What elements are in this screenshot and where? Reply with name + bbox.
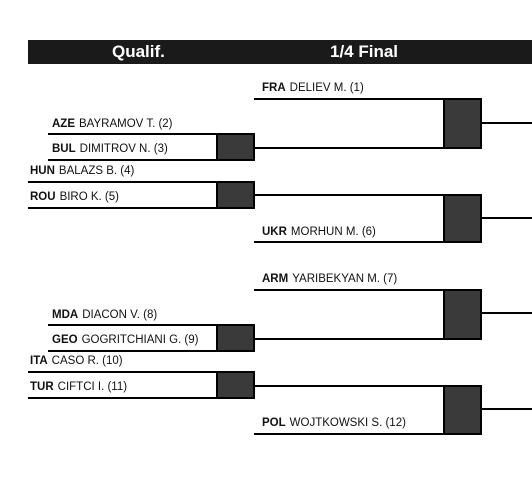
country-code: TUR — [30, 381, 54, 393]
bracket-line — [254, 241, 482, 243]
competitor-name: CIFTCI I. (11) — [57, 381, 128, 393]
quarter-final-header: 1/4 Final — [330, 42, 399, 61]
country-code: ARM — [262, 273, 289, 285]
competitor-name: DIMITROV N. (3) — [79, 143, 168, 155]
competitor-name: GOGRITCHIANI G. (9) — [81, 334, 199, 346]
country-code: FRA — [262, 82, 286, 94]
competitor-name: WOJTKOWSKI S. (12) — [289, 417, 406, 429]
bracket-line — [254, 338, 482, 340]
competitor-name: MORHUN M. (6) — [290, 226, 376, 238]
score-box — [216, 133, 255, 161]
country-code: AZE — [52, 118, 75, 130]
bracket-line — [28, 181, 254, 183]
entry-2: AZE BAYRAMOV T. (2) — [52, 117, 173, 131]
country-code: UKR — [262, 226, 287, 238]
bracket-line — [254, 289, 482, 291]
score-box — [443, 289, 482, 340]
bracket-line — [48, 133, 254, 135]
country-code: MDA — [52, 309, 79, 321]
bracket-line — [48, 350, 254, 352]
bracket-line — [481, 312, 532, 314]
score-box — [443, 385, 482, 435]
bracket-line — [481, 217, 532, 219]
bracket-line — [28, 207, 254, 209]
bracket-line — [254, 433, 482, 435]
score-box — [443, 194, 482, 243]
bracket-line — [254, 147, 482, 149]
score-box — [216, 181, 255, 209]
bracket-line — [28, 397, 254, 399]
country-code: ITA — [30, 355, 48, 367]
country-code: BUL — [52, 143, 76, 155]
bracket-line — [48, 159, 254, 161]
competitor-name: BAYRAMOV T. (2) — [79, 118, 173, 130]
score-box — [216, 324, 255, 352]
competitor-name: BIRO K. (5) — [59, 191, 119, 203]
bracket-line — [254, 98, 482, 100]
bracket-line — [254, 385, 482, 387]
bracket-line — [48, 324, 254, 326]
competitor-name: BALAZS B. (4) — [58, 165, 135, 177]
round-header-bar: Qualif. 1/4 Final — [28, 40, 532, 64]
bracket-line — [481, 122, 532, 124]
competitor-name: CASO R. (10) — [51, 355, 123, 367]
country-code: ROU — [30, 191, 56, 203]
country-code: HUN — [30, 165, 55, 177]
qualif-header: Qualif. — [112, 42, 165, 61]
score-box — [216, 371, 255, 399]
competitor-name: YARIBEKYAN M. (7) — [292, 273, 398, 285]
score-box — [443, 98, 482, 149]
country-code: POL — [262, 417, 286, 429]
competitor-name: DIACON V. (8) — [82, 309, 158, 321]
competitor-name: DELIEV M. (1) — [289, 82, 364, 94]
country-code: GEO — [52, 334, 78, 346]
bracket-line — [481, 408, 532, 410]
bracket-line — [254, 194, 482, 196]
bracket-line — [28, 371, 254, 373]
